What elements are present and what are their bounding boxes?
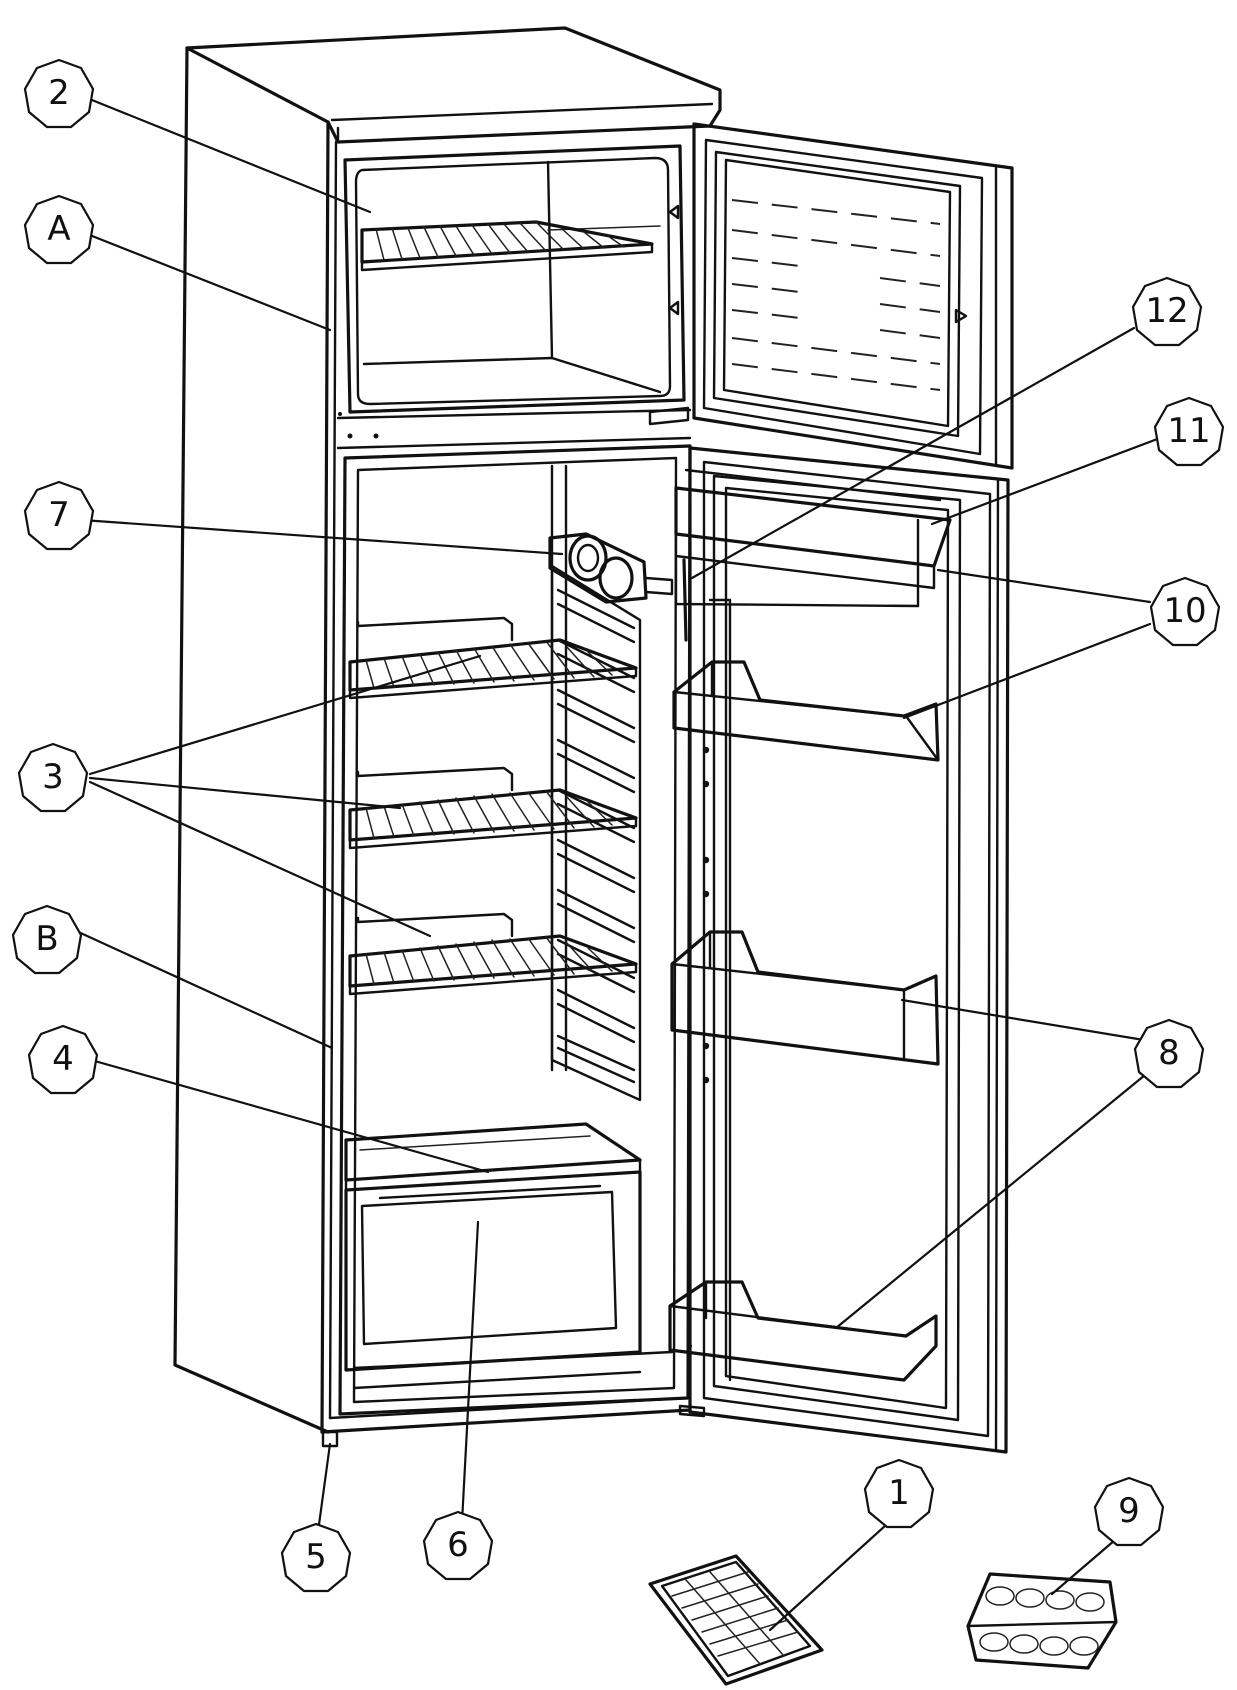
callout-label-12: 12 xyxy=(1145,291,1188,331)
freezer-door xyxy=(648,122,1014,470)
callout-label-1: 1 xyxy=(888,1473,910,1513)
freezer-wire-shelf xyxy=(360,220,654,272)
crisper-drawer xyxy=(344,1170,642,1372)
callout-3: 3 xyxy=(17,742,89,813)
wire-shelf-bottom xyxy=(348,912,638,996)
callout-10: 10 xyxy=(1149,576,1221,647)
callout-8: 8 xyxy=(1133,1018,1205,1089)
callout-12: 12 xyxy=(1131,276,1203,347)
freezer-compartment xyxy=(343,144,686,414)
callout-9: 9 xyxy=(1093,1476,1165,1547)
callout-1: 1 xyxy=(863,1458,935,1529)
callout-label-5: 5 xyxy=(305,1537,327,1577)
fridge-door xyxy=(678,446,1010,1454)
callout-label-7: 7 xyxy=(48,495,70,535)
leader-lines xyxy=(72,94,1162,1632)
callout-label-3: 3 xyxy=(42,757,64,797)
door-shelf-upper xyxy=(672,660,940,762)
ice-tray xyxy=(648,1554,824,1686)
fridge-compartment xyxy=(338,444,692,1416)
callout-A: A xyxy=(23,194,95,265)
door-shelf-lower xyxy=(668,1280,938,1382)
callout-5: 5 xyxy=(280,1522,352,1593)
callout-label-B: B xyxy=(35,919,58,959)
wire-shelf-middle xyxy=(348,766,638,850)
callout-label-11: 11 xyxy=(1167,411,1210,451)
wire-shelf-top xyxy=(348,616,638,700)
callout-label-8: 8 xyxy=(1158,1033,1180,1073)
callout-label-2: 2 xyxy=(48,73,70,113)
callout-B: B xyxy=(11,904,83,975)
callout-7: 7 xyxy=(23,480,95,551)
dairy-compartment xyxy=(674,468,952,608)
egg-tray xyxy=(966,1572,1118,1670)
thermostat-lamp-housing xyxy=(548,532,688,642)
callout-label-6: 6 xyxy=(447,1525,469,1565)
callout-11: 11 xyxy=(1153,396,1225,467)
callout-6: 6 xyxy=(422,1510,494,1581)
callout-label-9: 9 xyxy=(1118,1491,1140,1531)
callout-label-A: A xyxy=(47,209,70,249)
callout-2: 2 xyxy=(23,58,95,129)
callout-label-10: 10 xyxy=(1163,591,1206,631)
cabinet-body xyxy=(173,26,722,1448)
callout-4: 4 xyxy=(27,1024,99,1095)
callout-label-4: 4 xyxy=(52,1039,74,1079)
door-shelf-middle xyxy=(670,930,940,1066)
